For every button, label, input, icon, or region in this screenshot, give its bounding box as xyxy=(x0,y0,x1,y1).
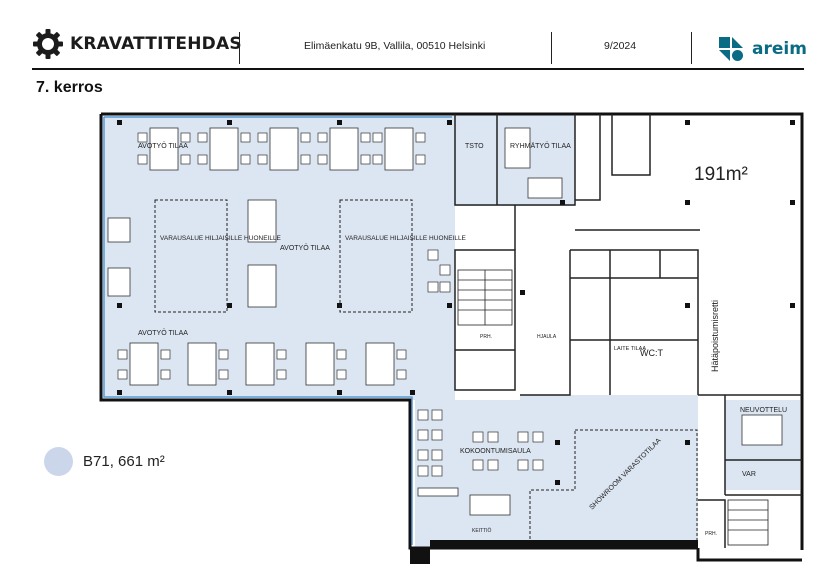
interior-walls xyxy=(454,114,802,548)
legend-label: B71, 661 m² xyxy=(83,453,165,470)
label-keittio: KEITTIÖ xyxy=(472,527,492,534)
label-ryhmatyo: RYHMÄTYÖ TILAA xyxy=(510,142,571,150)
label-kokoontumisaula: KOKOONTUMISAULA xyxy=(460,448,531,455)
header-rule xyxy=(32,68,804,70)
gear-icon xyxy=(33,29,63,59)
company-name: KRAVATTITEHDAS xyxy=(70,34,242,54)
label-laite-tilaa: LAITE TILAA xyxy=(614,346,646,352)
label-neuvottelu: NEUVOTTELU xyxy=(740,407,787,414)
header-divider xyxy=(551,32,552,64)
date-text: 9/2024 xyxy=(604,40,637,52)
label-hjaula: HJAULA xyxy=(537,334,557,340)
label-prh-2: PRH. xyxy=(705,531,717,537)
kitchen-counter xyxy=(430,540,698,548)
label-tsto: TSTO xyxy=(465,143,484,150)
header-divider xyxy=(691,32,692,64)
label-wc: WC:T xyxy=(640,348,663,358)
label-avotyo-2: AVOTYÖ TILAA xyxy=(280,244,330,252)
label-avotyo-3: AVOTYÖ TILAA xyxy=(138,329,188,337)
areim-mark-icon xyxy=(719,37,743,61)
legend: B71, 661 m² xyxy=(44,447,165,476)
stairs xyxy=(457,269,769,546)
label-varausalue-1: VARAUSALUE HILJAISILLE HUONEILLE xyxy=(160,235,282,242)
windows xyxy=(103,116,452,545)
floor-title: 7. kerros xyxy=(36,79,103,96)
header: KRAVATTITEHDAS Elimäenkatu 9B, Vallila, … xyxy=(0,0,840,72)
header-divider xyxy=(239,32,240,64)
reserved-zones xyxy=(154,199,698,546)
label-avotyo-1: AVOTYÖ TILAA xyxy=(138,142,188,150)
label-hatapoistumisretti: Hätäpoistumisretti xyxy=(710,300,720,372)
brand-name: areim xyxy=(752,39,807,59)
chairs xyxy=(117,132,544,477)
var-fill xyxy=(725,460,800,490)
kitchen-block xyxy=(410,548,430,564)
areim-logo: areim xyxy=(718,36,807,62)
address-text: Elimäenkatu 9B, Vallila, 00510 Helsinki xyxy=(304,40,486,52)
label-var: VAR xyxy=(742,471,756,478)
leased-area xyxy=(101,114,698,548)
legend-swatch xyxy=(44,447,73,476)
label-prh: PRH. xyxy=(480,334,492,340)
label-varausalue-2: VARAUSALUE HILJAISILLE HUONEILLE xyxy=(345,235,467,242)
kravattitehdas-logo: KRAVATTITEHDAS xyxy=(32,28,242,60)
desk-clusters xyxy=(107,127,783,516)
label-area: 191m² xyxy=(694,164,748,185)
